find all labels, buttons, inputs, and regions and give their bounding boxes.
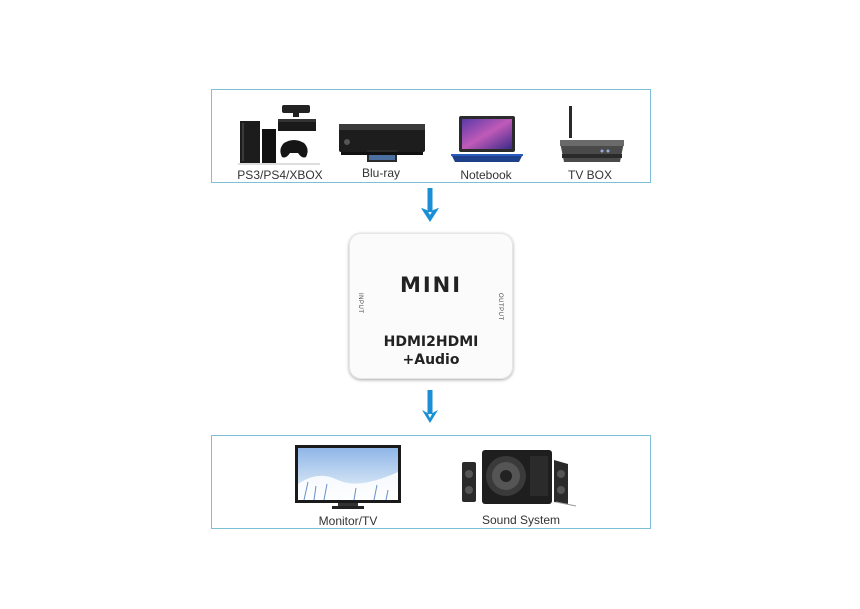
model-name: HDMI2HDMI <box>383 334 479 350</box>
source-label-consoles: PS3/PS4/XBOX <box>237 168 323 182</box>
output-devices-panel <box>211 435 651 529</box>
source-label-notebook: Notebook <box>460 168 512 182</box>
output-label-sound: Sound System <box>481 513 561 527</box>
monitor-icon <box>294 444 402 510</box>
tv-box-icon <box>556 104 628 166</box>
input-port-label: INPUT <box>357 293 363 314</box>
hdmi-converter-box: MINI INPUT OUTPUT HDMI2HDMI +Audio <box>349 233 513 379</box>
output-label-monitor: Monitor/TV <box>318 514 378 528</box>
source-label-bluray: Blu-ray <box>361 166 401 180</box>
output-port-label: OUTPUT <box>497 293 504 321</box>
bluray-player-icon <box>337 120 427 166</box>
brand-logo: MINI <box>399 273 463 297</box>
model-subtitle: +Audio <box>402 352 460 368</box>
game-console-icon <box>238 103 320 165</box>
source-label-tvbox: TV BOX <box>567 168 613 182</box>
laptop-icon <box>449 114 525 166</box>
arrow-down-icon <box>421 188 439 222</box>
speaker-system-icon <box>460 444 582 510</box>
source-devices-panel <box>211 89 651 183</box>
arrow-down-icon <box>422 390 438 423</box>
